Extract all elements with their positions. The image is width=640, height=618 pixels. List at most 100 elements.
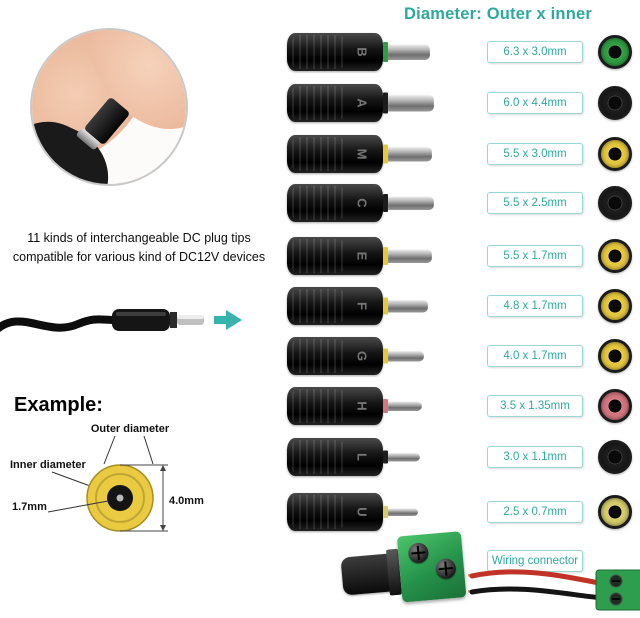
plug-row: B 6.3 x 3.0mm xyxy=(0,28,640,76)
size-label: 4.8 x 1.7mm xyxy=(487,295,583,317)
plug-row: U 2.5 x 0.7mm xyxy=(0,488,640,536)
plug-body: M xyxy=(287,135,383,173)
tip-band xyxy=(383,42,388,62)
arrow-up-icon xyxy=(160,465,166,471)
plug-letter: H xyxy=(354,401,370,411)
tip-front-view xyxy=(598,495,632,529)
terminal-block xyxy=(396,531,467,603)
size-label: 5.5 x 1.7mm xyxy=(487,245,583,267)
tip-barrel xyxy=(388,350,424,362)
plug-tip-shine xyxy=(177,315,204,319)
black-wire xyxy=(469,586,605,601)
dc-plug-adapter: C xyxy=(283,183,453,223)
tip-hole xyxy=(608,45,622,59)
dc-plug-adapter: U xyxy=(283,492,453,532)
dc-plug-adapter: E xyxy=(283,236,453,276)
tip-hole xyxy=(608,399,622,413)
tip-front-view xyxy=(598,35,632,69)
screw-icon xyxy=(407,542,430,564)
size-text: 6.0 x 4.4mm xyxy=(503,97,567,109)
tip-hole xyxy=(608,299,622,313)
dc-plug-adapter: B xyxy=(283,32,453,72)
plug-tip xyxy=(383,297,428,315)
wiring-connector-photo xyxy=(339,526,475,617)
plug-tip xyxy=(383,194,434,212)
plug-row: G 4.0 x 1.7mm xyxy=(0,332,640,380)
dc-plug-adapter: F xyxy=(283,286,453,326)
size-text: 3.5 x 1.35mm xyxy=(500,400,570,412)
tip-barrel xyxy=(388,299,428,313)
tip-hole xyxy=(608,196,622,210)
tip-hole xyxy=(608,96,622,110)
plug-tip xyxy=(383,247,432,265)
size-label: 5.5 x 2.5mm xyxy=(487,192,583,214)
size-text: 5.5 x 3.0mm xyxy=(503,148,567,160)
size-text: 4.8 x 1.7mm xyxy=(503,300,567,312)
size-label: 6.0 x 4.4mm xyxy=(487,92,583,114)
tip-barrel xyxy=(388,508,418,516)
bracket-line xyxy=(143,435,154,465)
cable-wire xyxy=(0,315,118,333)
plug-body: U xyxy=(287,493,383,531)
tip-front-view xyxy=(598,86,632,120)
tip-hole xyxy=(608,147,622,161)
plug-letter: U xyxy=(354,507,370,517)
outer-diameter-label: Outer diameter xyxy=(91,423,170,435)
caption-line2: compatible for various kind of DC12V dev… xyxy=(12,249,266,264)
plug-tip xyxy=(383,92,434,114)
arrow-down-icon xyxy=(160,525,166,531)
tip-hole xyxy=(608,505,622,519)
plug-row: H 3.5 x 1.35mm xyxy=(0,382,640,430)
plug-body: C xyxy=(287,184,383,222)
tip-band xyxy=(383,506,388,518)
plug-body: G xyxy=(287,337,383,375)
bracket-line xyxy=(103,435,116,465)
size-text: 4.0 x 1.7mm xyxy=(503,350,567,362)
wiring-label-text: Wiring connector xyxy=(491,555,579,567)
plug-row: L 3.0 x 1.1mm xyxy=(0,433,640,481)
dc-plug-adapter: M xyxy=(283,134,453,174)
tip-band xyxy=(383,194,388,212)
tip-band xyxy=(383,348,388,364)
plug-row: E 5.5 x 1.7mm xyxy=(0,232,640,280)
plug-letter: A xyxy=(354,98,370,108)
plug-letter: E xyxy=(354,251,370,261)
diagram-title: Diameter: Outer x inner xyxy=(404,5,592,23)
plug-tip xyxy=(383,506,418,518)
hand-photo-inset xyxy=(30,28,188,186)
plug-row: C 5.5 x 2.5mm xyxy=(0,179,640,227)
size-text: 5.5 x 2.5mm xyxy=(503,197,567,209)
plug-letter: M xyxy=(354,148,370,160)
dc-plug-adapter: G xyxy=(283,336,453,376)
plug-letter: F xyxy=(354,302,370,310)
tip-hole xyxy=(608,249,622,263)
size-label: 6.3 x 3.0mm xyxy=(487,41,583,63)
inner-diameter-value: 1.7mm xyxy=(12,501,47,513)
plug-letter: C xyxy=(354,198,370,208)
dc-plug-adapter: H xyxy=(283,386,453,426)
dc-plug-adapter: A xyxy=(283,83,453,123)
plug-body: B xyxy=(287,33,383,71)
size-text: 3.0 x 1.1mm xyxy=(503,451,567,463)
plug-tip xyxy=(383,42,430,62)
size-label: 2.5 x 0.7mm xyxy=(487,501,583,523)
tip-barrel xyxy=(388,249,432,263)
tip-front-view xyxy=(598,186,632,220)
tip-band xyxy=(383,247,388,265)
example-heading: Example: xyxy=(14,394,103,416)
tip-barrel xyxy=(388,44,430,60)
plug-letter: G xyxy=(354,350,370,362)
plug-tip xyxy=(383,399,422,413)
screw-icon xyxy=(435,557,457,580)
mini-terminal-block xyxy=(595,569,640,611)
size-text: 5.5 x 1.7mm xyxy=(503,250,567,262)
tip-band xyxy=(383,92,388,114)
plug-tip xyxy=(383,348,424,364)
size-label: 5.5 x 3.0mm xyxy=(487,143,583,165)
plug-row: M 5.5 x 3.0mm xyxy=(0,130,640,178)
wiring-wires-photo xyxy=(468,569,640,611)
plug-body: A xyxy=(287,84,383,122)
tip-front-view xyxy=(598,440,632,474)
plug-tip xyxy=(383,144,432,164)
